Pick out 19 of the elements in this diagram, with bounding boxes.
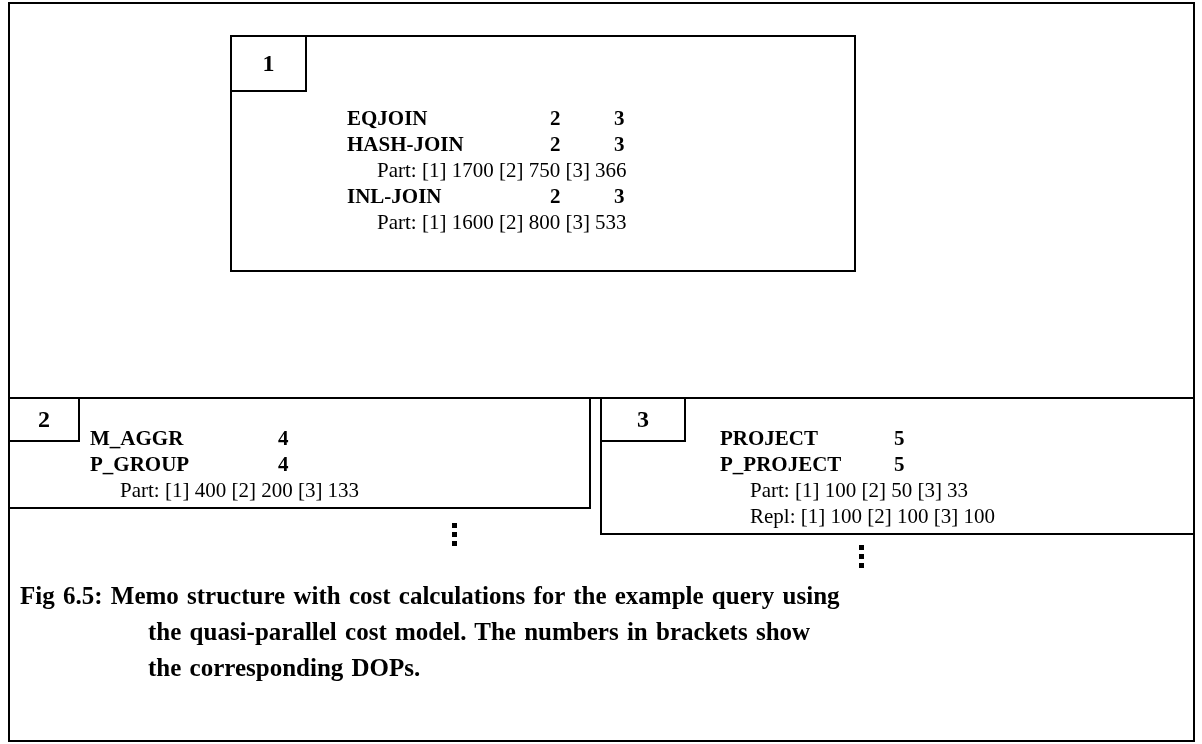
group-number-tab: 1 <box>232 37 307 92</box>
memo-group-box <box>230 35 856 272</box>
cost-row: Repl: [1] 100 [2] 100 [3] 100 <box>750 503 995 529</box>
cost-row: Part: [1] 100 [2] 50 [3] 33 <box>750 477 969 503</box>
cost-row: Part: [1] 400 [2] 200 [3] 133 <box>120 477 360 503</box>
cost-row: Part: [1] 1600 [2] 800 [3] 533 <box>377 209 627 235</box>
operator-row: P_GROUP 4 <box>90 451 289 477</box>
memo-group-box <box>600 397 1195 535</box>
memo-group-box <box>8 397 591 509</box>
operator-row: PROJECT 5 <box>720 425 905 451</box>
operator-row: EQJOIN 2 3 <box>347 105 625 131</box>
operator-row: M_AGGR 4 <box>90 425 289 451</box>
group-number-tab: 3 <box>602 399 686 442</box>
operator-row: HASH-JOIN 2 3 <box>347 131 625 157</box>
figure-caption: Fig 6.5: Memo structure with cost calculations for the example query using the quasi-parallel cost model. The numbers in brackets show the corresponding DOPs. <box>20 581 840 683</box>
cost-row: Part: [1] 1700 [2] 750 [3] 366 <box>377 157 627 183</box>
group-number-tab: 2 <box>10 399 80 442</box>
operator-row: INL-JOIN 2 3 <box>347 183 625 209</box>
operator-row: P_PROJECT 5 <box>720 451 905 477</box>
